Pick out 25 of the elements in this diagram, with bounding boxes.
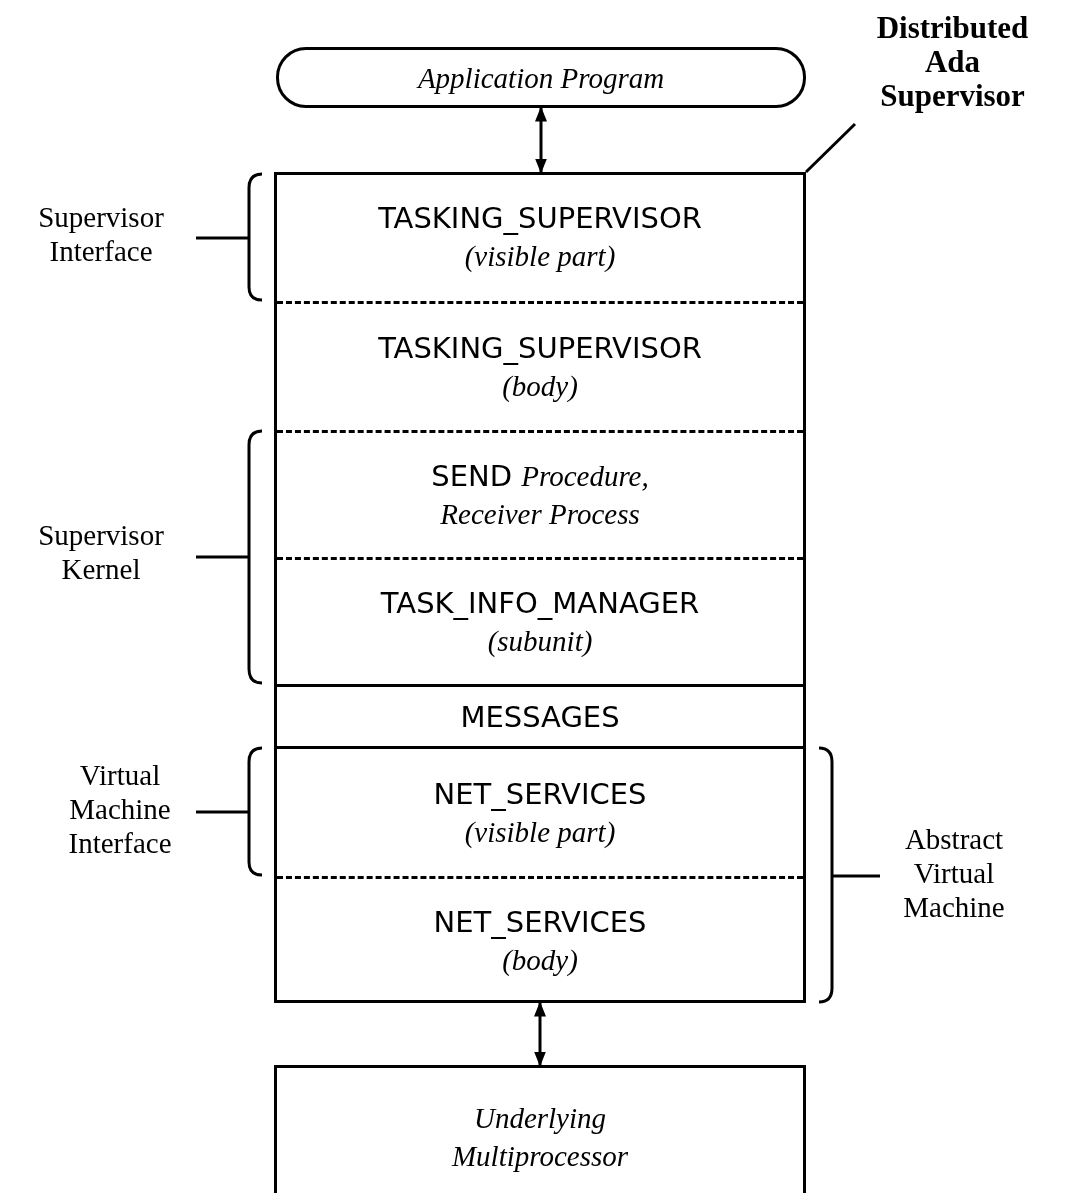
module-name: SEND Procedure, Receiver Process	[430, 458, 650, 532]
module-name: TASKING_SUPERVISOR	[378, 199, 702, 237]
arrow	[535, 106, 547, 174]
arrow	[534, 1001, 546, 1067]
leader-line	[804, 122, 857, 174]
module-name: TASKING_SUPERVISOR	[378, 330, 702, 367]
bracket-label: Supervisor Interface	[37, 200, 165, 268]
subtitle-text: (body)	[502, 943, 578, 978]
subtitle-text: (visible part)	[464, 814, 616, 850]
title-text: Distributed Ada Supervisor	[875, 11, 1030, 113]
module-stack	[274, 172, 806, 1003]
module-name: Application Program	[417, 60, 665, 96]
module-name: NET_SERVICES	[433, 904, 647, 941]
module-name: Underlying Multiprocessor	[450, 1100, 630, 1174]
subtitle-text: (subunit)	[487, 624, 593, 659]
process-box	[274, 1065, 806, 1193]
bracket-label: Virtual Machine Interface	[67, 758, 173, 860]
module-name: NET_SERVICES	[433, 775, 647, 813]
module-name: MESSAGES	[460, 698, 620, 736]
subtitle-text: (visible part)	[464, 238, 616, 274]
bracket-label: Supervisor Kernel	[37, 518, 165, 586]
module-name: TASK_INFO_MANAGER	[380, 585, 700, 622]
subtitle-text: (body)	[502, 369, 578, 404]
terminal-box	[276, 47, 806, 108]
bracket-label: Abstract Virtual Machine	[902, 822, 1006, 924]
